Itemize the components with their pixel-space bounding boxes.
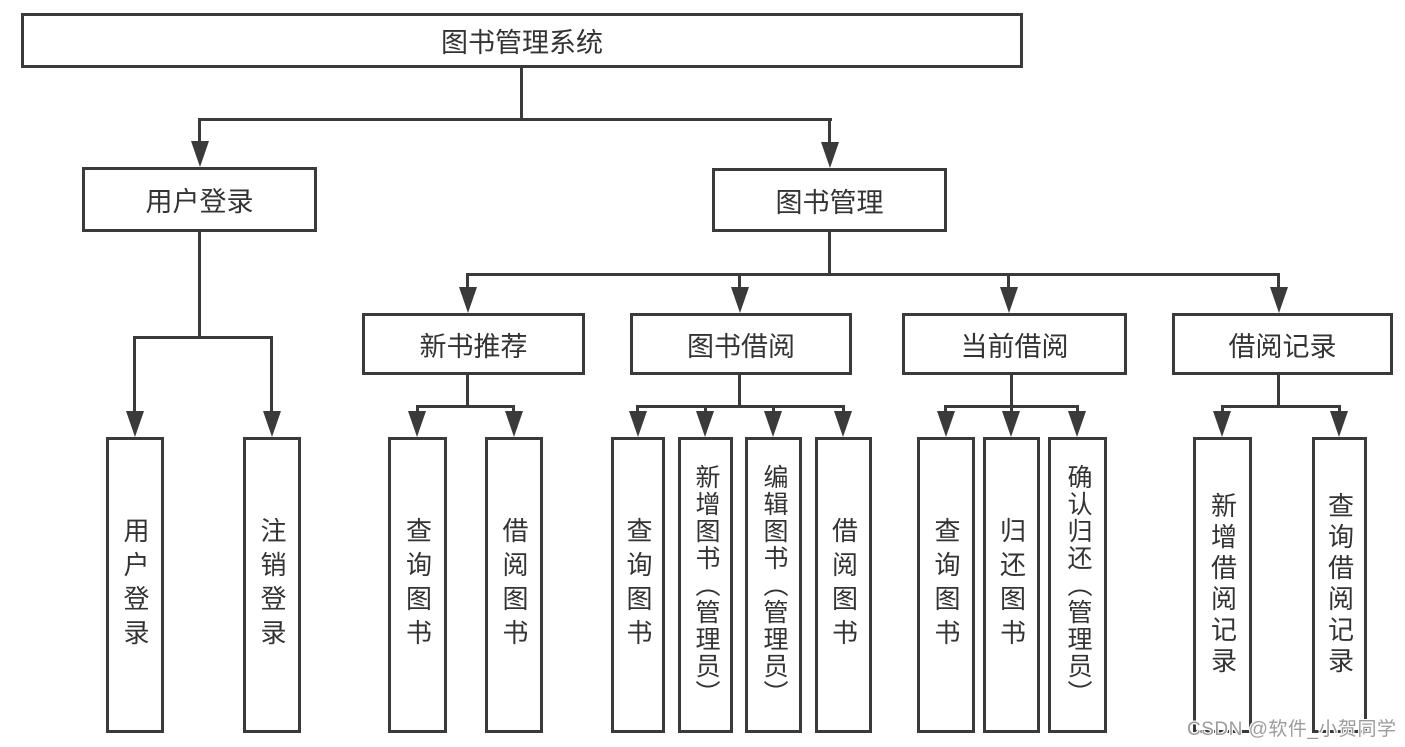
leaf-query-borrow-record: 查询借阅记录	[1312, 437, 1367, 733]
connector-line	[772, 405, 775, 415]
arrow-down-icon	[1068, 411, 1086, 437]
connector-line	[466, 273, 469, 292]
node-book-management-label: 图书管理	[775, 187, 884, 218]
leaf-confirm-return-admin-label: 确认归还（管理员）	[1064, 463, 1092, 707]
connector-line	[636, 405, 639, 415]
node-borrow-records-label: 借阅记录	[1228, 331, 1337, 362]
arrow-down-icon	[126, 411, 144, 437]
leaf-borrow-books-borrow-label: 借阅图书	[828, 517, 859, 653]
node-user-login: 用户登录	[82, 167, 317, 232]
arrow-down-icon	[1330, 411, 1348, 437]
leaf-query-borrow-record-label: 查询借阅记录	[1324, 492, 1355, 678]
connector-line	[1277, 374, 1280, 408]
connector-line	[466, 374, 469, 408]
node-new-book-recommend: 新书推荐	[362, 313, 585, 375]
arrow-down-icon	[408, 411, 426, 437]
connector-line	[198, 118, 201, 146]
leaf-query-books-current-label: 查询图书	[931, 517, 961, 653]
connector-line	[198, 118, 832, 121]
connector-line	[1007, 273, 1010, 292]
node-new-book-recommend-label: 新书推荐	[419, 331, 528, 362]
node-user-login-label: 用户登录	[145, 187, 254, 217]
arrow-down-icon	[731, 287, 749, 313]
connector-line	[738, 374, 741, 408]
connector-line	[704, 405, 707, 415]
connector-line	[1076, 405, 1079, 415]
connector-line	[944, 405, 1079, 408]
connector-line	[738, 273, 741, 292]
leaf-edit-books-admin: 编辑图书（管理员）	[745, 437, 802, 733]
connector-line	[944, 405, 947, 415]
arrow-down-icon	[191, 141, 209, 167]
leaf-confirm-return-admin: 确认归还（管理员）	[1048, 437, 1107, 733]
arrow-down-icon	[834, 411, 852, 437]
arrow-down-icon	[821, 142, 839, 168]
arrow-down-icon	[505, 411, 523, 437]
node-book-borrow: 图书借阅	[630, 313, 852, 375]
arrow-down-icon	[629, 411, 647, 437]
arrow-down-icon	[764, 411, 782, 437]
leaf-query-books-current: 查询图书	[917, 437, 975, 733]
node-current-borrow-label: 当前借阅	[960, 331, 1069, 362]
node-root: 图书管理系统	[21, 13, 1023, 68]
connector-line	[828, 231, 831, 276]
connector-line	[466, 273, 1280, 276]
connector-line	[828, 118, 831, 147]
leaf-add-books-admin: 新增图书（管理员）	[678, 437, 733, 733]
connector-line	[1221, 405, 1224, 415]
connector-line	[416, 405, 419, 415]
connector-line	[1277, 273, 1280, 292]
leaf-borrow-books-recommend-label: 借阅图书	[499, 517, 529, 653]
leaf-query-books-recommend: 查询图书	[388, 437, 447, 733]
arrow-down-icon	[263, 411, 281, 437]
connector-line	[1221, 405, 1341, 408]
connector-line	[270, 336, 273, 414]
leaf-logout: 注销登录	[243, 437, 301, 733]
leaf-logout-label: 注销登录	[257, 517, 287, 653]
arrow-down-icon	[1270, 287, 1288, 313]
arrow-down-icon	[1002, 411, 1020, 437]
connector-line	[636, 405, 845, 408]
leaf-add-borrow-record-label: 新增借阅记录	[1207, 492, 1238, 678]
connector-line	[1338, 405, 1341, 415]
csdn-watermark: CSDN @软件_小贺同学	[1187, 719, 1397, 740]
leaf-query-books-borrow: 查询图书	[611, 437, 665, 733]
leaf-borrow-books-recommend: 借阅图书	[485, 437, 543, 733]
arrow-down-icon	[459, 287, 477, 313]
leaf-borrow-books-borrow: 借阅图书	[815, 437, 872, 733]
node-book-borrow-label: 图书借阅	[687, 331, 795, 362]
connector-line	[133, 336, 136, 414]
arrow-down-icon	[696, 411, 714, 437]
leaf-query-books-recommend-label: 查询图书	[402, 517, 433, 653]
leaf-add-books-admin-label: 新增图书（管理员）	[692, 463, 720, 707]
arrow-down-icon	[937, 411, 955, 437]
connector-line	[416, 405, 515, 408]
node-book-management: 图书管理	[712, 168, 947, 232]
connector-line	[198, 231, 201, 339]
leaf-user-login-label: 用户登录	[120, 517, 150, 653]
connector-line	[512, 405, 515, 415]
arrow-down-icon	[1213, 411, 1231, 437]
leaf-return-books-label: 归还图书	[996, 517, 1027, 653]
arrow-down-icon	[1000, 287, 1018, 313]
leaf-user-login: 用户登录	[106, 437, 164, 733]
connector-line	[842, 405, 845, 415]
leaf-query-books-borrow-label: 查询图书	[623, 517, 653, 653]
leaf-return-books: 归还图书	[983, 437, 1040, 733]
node-root-label: 图书管理系统	[441, 28, 603, 58]
connector-line	[1010, 374, 1013, 415]
connector-line	[133, 336, 273, 339]
leaf-edit-books-admin-label: 编辑图书（管理员）	[760, 463, 788, 707]
node-current-borrow: 当前借阅	[902, 313, 1127, 375]
connector-line	[520, 66, 523, 121]
node-borrow-records: 借阅记录	[1172, 313, 1393, 375]
leaf-add-borrow-record: 新增借阅记录	[1193, 437, 1252, 733]
